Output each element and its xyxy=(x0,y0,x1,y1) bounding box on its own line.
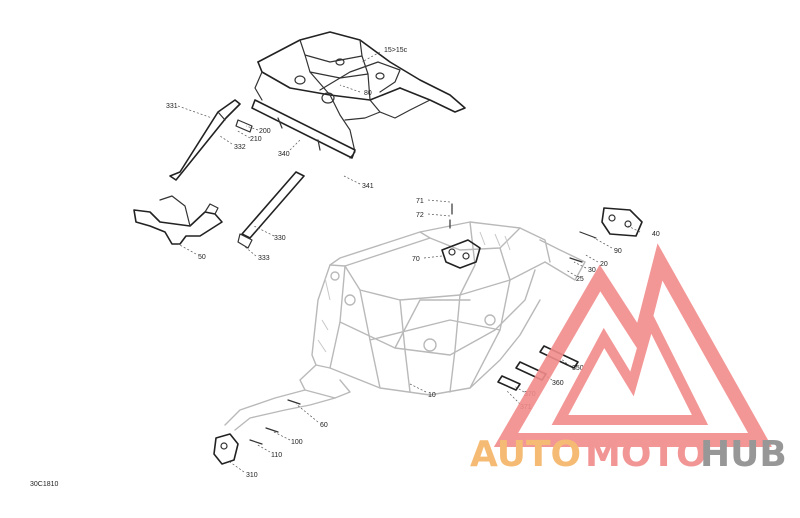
callout-71: 71 xyxy=(416,198,424,205)
bracket-310 xyxy=(213,433,239,465)
callout-20: 20 xyxy=(600,261,608,268)
watermark-logo-icon xyxy=(493,243,772,447)
callout-341: 341 xyxy=(362,183,374,190)
callout-100: 100 xyxy=(291,439,303,446)
callout-200: 200 xyxy=(259,128,271,135)
callout-110: 110 xyxy=(271,452,282,459)
callout-30: 30 xyxy=(588,267,596,274)
callout-310: 310 xyxy=(246,472,258,479)
tube-331 xyxy=(169,99,241,181)
callout-333: 333 xyxy=(258,255,270,262)
callout-72: 72 xyxy=(416,212,424,219)
callout-70: 70 xyxy=(412,256,420,263)
diagram-code: 30C1810 xyxy=(30,481,59,488)
cross-bar-340 xyxy=(251,99,356,159)
roof-structure xyxy=(254,31,466,159)
callout-10: 10 xyxy=(428,392,436,399)
callout-360: 360 xyxy=(552,380,564,387)
callout-331: 331 xyxy=(166,103,178,110)
callout-332: 332 xyxy=(234,144,246,151)
callout-210: 210 xyxy=(250,136,262,143)
callout-90: 90 xyxy=(614,248,622,255)
callout-350: 350 xyxy=(572,365,584,372)
bracket-70 xyxy=(441,239,481,269)
callout-15-15c: 15>15c xyxy=(384,47,408,54)
watermark-text-auto: AUTO xyxy=(470,434,581,475)
tube-330 xyxy=(237,171,305,249)
callout-labels: 15>15c 80 331 200 210 332 340 341 50 330… xyxy=(166,47,660,479)
callout-330: 330 xyxy=(274,235,286,242)
callout-80: 80 xyxy=(364,90,372,97)
callout-50: 50 xyxy=(198,254,206,261)
watermark-text-moto: MOTO xyxy=(585,434,707,475)
bracket-50 xyxy=(133,195,223,245)
bolts xyxy=(249,203,597,445)
watermark-text-hub: HUB xyxy=(700,434,787,475)
callout-60: 60 xyxy=(320,422,328,429)
leader-lines xyxy=(177,51,641,473)
callout-40: 40 xyxy=(652,231,660,238)
callout-340: 340 xyxy=(278,151,290,158)
sleeve-200 xyxy=(235,119,253,133)
callout-25: 25 xyxy=(576,276,584,283)
bracket-40 xyxy=(601,207,643,237)
watermark: AUTO MOTO HUB xyxy=(470,243,787,475)
